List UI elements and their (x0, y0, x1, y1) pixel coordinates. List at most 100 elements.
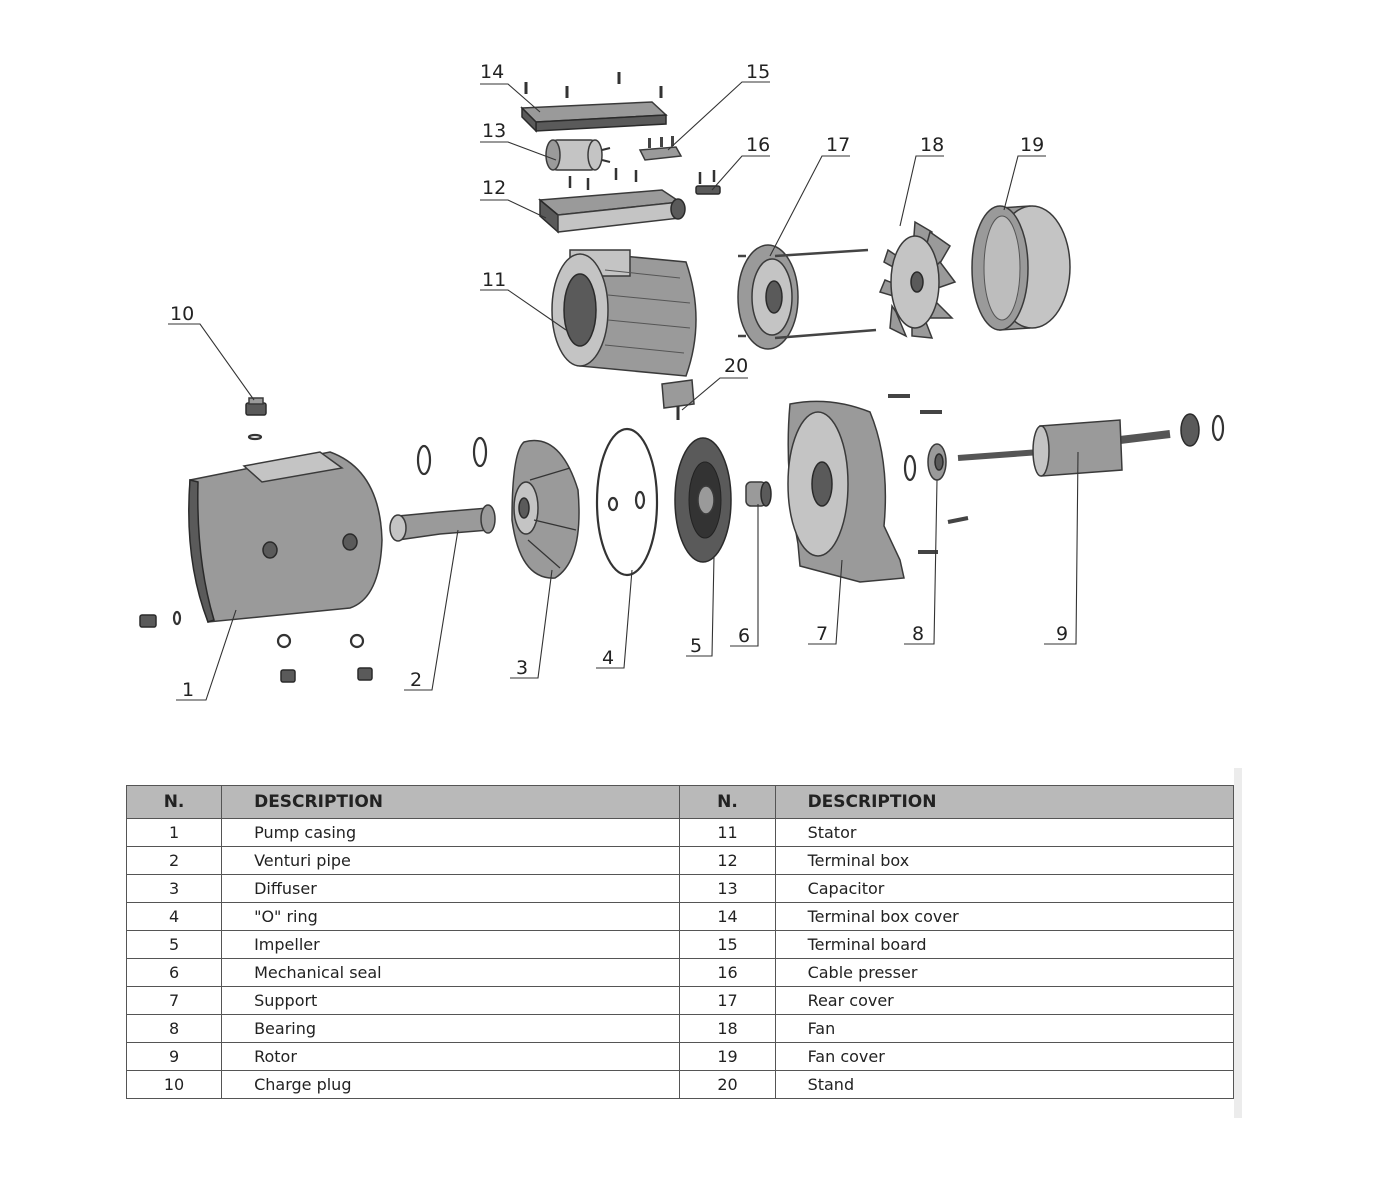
part-description: Charge plug (221, 1070, 681, 1099)
part-number: 12 (679, 846, 776, 875)
part-description: Impeller (221, 930, 681, 959)
part-description: Pump casing (221, 818, 681, 847)
part-number: 19 (679, 1042, 776, 1071)
callout-labels: 1 2 3 4 5 6 7 8 9 10 11 12 13 14 15 16 1… (170, 61, 1068, 701)
part-terminal-board (638, 136, 683, 161)
part-impeller (674, 437, 732, 563)
part-description: Capacitor (774, 874, 1235, 903)
callout-19: 19 (1020, 134, 1044, 156)
callout-2: 2 (410, 669, 422, 691)
part-description: Fan cover (774, 1042, 1235, 1071)
part-number: 18 (679, 1014, 776, 1043)
header-description-right: DESCRIPTION (774, 785, 1235, 819)
callout-1: 1 (182, 679, 194, 701)
part-number: 17 (679, 986, 776, 1015)
part-capacitor (545, 139, 611, 171)
table-row: 1 Pump casing 11 Stator (125, 818, 1235, 847)
part-diffuser (511, 439, 580, 579)
part-number: 8 (125, 1014, 223, 1043)
part-terminal-box-cover (520, 72, 668, 133)
part-mechanical-seal (745, 481, 772, 507)
callout-18: 18 (920, 134, 944, 156)
part-description: Fan (774, 1014, 1235, 1043)
part-cable-presser (695, 170, 721, 195)
part-pump-casing (139, 451, 383, 683)
part-description: Terminal box (774, 846, 1235, 875)
part-description: Cable presser (774, 958, 1235, 987)
part-number: 4 (125, 902, 223, 931)
callout-8: 8 (912, 623, 924, 645)
part-bearing (888, 394, 969, 554)
part-rotor (957, 413, 1225, 477)
callout-15: 15 (746, 61, 770, 83)
callout-3: 3 (516, 657, 528, 679)
callout-9: 9 (1056, 623, 1068, 645)
callout-4: 4 (602, 647, 614, 669)
part-number: 16 (679, 958, 776, 987)
part-o-ring (595, 427, 659, 577)
parts-table: N. DESCRIPTION N. DESCRIPTION 1 Pump cas… (125, 785, 1235, 1099)
part-description: Mechanical seal (221, 958, 681, 987)
part-number: 6 (125, 958, 223, 987)
part-stand (661, 379, 695, 420)
part-description: Support (221, 986, 681, 1015)
callout-5: 5 (690, 635, 702, 657)
part-number: 7 (125, 986, 223, 1015)
table-row: 6 Mechanical seal 16 Cable presser (125, 958, 1235, 987)
callout-7: 7 (816, 623, 828, 645)
part-number: 10 (125, 1070, 223, 1099)
table-row: 7 Support 17 Rear cover (125, 986, 1235, 1015)
part-number: 9 (125, 1042, 223, 1071)
part-description: Terminal box cover (774, 902, 1235, 931)
header-number-left: N. (125, 785, 223, 819)
table-shadow (1234, 768, 1242, 1118)
part-number: 14 (679, 902, 776, 931)
table-row: 5 Impeller 15 Terminal board (125, 930, 1235, 959)
callout-13: 13 (482, 120, 506, 142)
part-description: Bearing (221, 1014, 681, 1043)
part-description: Diffuser (221, 874, 681, 903)
part-charge-plug (245, 397, 267, 441)
part-number: 1 (125, 818, 223, 847)
part-description: "O" ring (221, 902, 681, 931)
part-number: 20 (679, 1070, 776, 1099)
part-description: Rear cover (774, 986, 1235, 1015)
part-terminal-box (538, 168, 686, 234)
table-row: 10 Charge plug 20 Stand (125, 1070, 1235, 1099)
part-description: Stator (774, 818, 1235, 847)
header-description-left: DESCRIPTION (221, 785, 681, 819)
table-row: 3 Diffuser 13 Capacitor (125, 874, 1235, 903)
part-description: Venturi pipe (221, 846, 681, 875)
part-description: Rotor (221, 1042, 681, 1071)
part-stator (551, 249, 697, 377)
part-fan (878, 220, 957, 339)
table-row: 8 Bearing 18 Fan (125, 1014, 1235, 1043)
table-row: 2 Venturi pipe 12 Terminal box (125, 846, 1235, 875)
callout-20: 20 (724, 355, 748, 377)
callout-12: 12 (482, 177, 506, 199)
part-number: 3 (125, 874, 223, 903)
exploded-pump-diagram: 1 2 3 4 5 6 7 8 9 10 11 12 13 14 15 16 1… (139, 61, 1225, 701)
callout-11: 11 (482, 269, 506, 291)
part-rear-cover (737, 244, 877, 350)
part-number: 5 (125, 930, 223, 959)
table-row: 4 "O" ring 14 Terminal box cover (125, 902, 1235, 931)
leader-lines (168, 81, 1079, 701)
table-row: 9 Rotor 19 Fan cover (125, 1042, 1235, 1071)
part-description: Terminal board (774, 930, 1235, 959)
part-description: Stand (774, 1070, 1235, 1099)
part-number: 15 (679, 930, 776, 959)
header-number-right: N. (679, 785, 776, 819)
part-number: 11 (679, 818, 776, 847)
part-venturi-pipe (389, 436, 496, 542)
part-support (787, 400, 917, 583)
part-fan-cover (971, 205, 1071, 331)
callout-14: 14 (480, 61, 504, 83)
part-number: 13 (679, 874, 776, 903)
callout-17: 17 (826, 134, 850, 156)
part-number: 2 (125, 846, 223, 875)
callout-6: 6 (738, 625, 750, 647)
table-header-row: N. DESCRIPTION N. DESCRIPTION (125, 785, 1235, 819)
callout-10: 10 (170, 303, 194, 325)
callout-16: 16 (746, 134, 770, 156)
